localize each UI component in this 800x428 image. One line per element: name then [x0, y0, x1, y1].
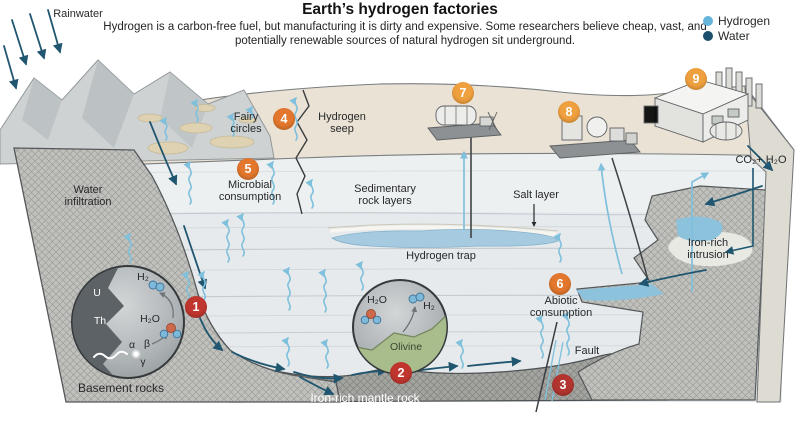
label-h2-radiolysis: H₂ — [137, 271, 149, 283]
water-legend-dot — [703, 30, 713, 41]
badge-3-deep-source: 3 — [552, 374, 574, 396]
label-uranium: U — [93, 287, 101, 299]
label-h2o-radiolysis: H₂O — [140, 313, 160, 325]
hydrogen-molecule — [408, 292, 425, 304]
label-rainwater: Rainwater — [53, 8, 103, 20]
label-iron-rich-intrusion: Iron-rich intrusion — [687, 237, 729, 262]
legend-item-hydrogen: Hydrogen — [703, 13, 770, 28]
block-side-face — [744, 86, 795, 403]
legend-label: Hydrogen — [718, 13, 771, 28]
page-subtitle: Hydrogen is a carbon-free fuel, but manu… — [103, 21, 707, 48]
label-gamma: γ — [140, 356, 146, 368]
fault-line — [535, 321, 558, 413]
label-hydrogen-trap: Hydrogen trap — [406, 250, 476, 262]
badge-4-hydrogen-seep: 4 — [273, 108, 295, 130]
drill-rig-icon — [427, 105, 502, 141]
label-water-infiltration: Water infiltration — [64, 184, 112, 209]
label-thorium: Th — [93, 315, 107, 327]
cracks-and-wells — [295, 89, 649, 413]
label-abiotic-consumption: Abiotic consumption — [529, 295, 593, 320]
seep-crack — [295, 89, 310, 215]
hydrogen-pocket — [676, 216, 723, 242]
olivine-zone — [353, 313, 447, 374]
serpentinization-inset — [352, 279, 448, 375]
co2-h2o-arrow — [747, 145, 774, 172]
water-flow-arrows — [3, 9, 774, 395]
label-sedimentary-rock-layers: Sedimentary rock layers — [354, 183, 416, 208]
label-salt-layer: Salt layer — [513, 189, 559, 201]
hydrogen-squiggle-arrows — [123, 97, 570, 369]
label-h2o-serpentinization: H₂O — [367, 294, 387, 306]
hydrogen-trap-shape — [327, 223, 559, 248]
well-8-hydrogen-arrow — [597, 162, 623, 275]
mountains — [0, 59, 275, 165]
label-h2-serpentinization: H₂ — [423, 300, 435, 312]
label-olivine: Olivine — [389, 341, 423, 353]
water-molecule — [159, 323, 182, 339]
processing-plant-icon — [549, 115, 641, 159]
badge-2-serpentinization: 2 — [390, 362, 412, 384]
badge-5-microbial-consumption: 5 — [237, 158, 259, 180]
label-basement-rocks: Basement rocks — [78, 381, 165, 395]
well-8 — [611, 157, 649, 281]
label-alpha: α — [128, 339, 136, 351]
hydrogen-molecule — [148, 280, 165, 292]
badge-9-stimulation-plant: 9 — [685, 68, 707, 90]
pipes — [460, 150, 754, 292]
factory-icon — [643, 67, 763, 143]
label-hydrogen-seep: Hydrogen seep — [318, 111, 366, 136]
badge-6-abiotic-consumption: 6 — [549, 273, 571, 295]
badge-8-processing-plant: 8 — [558, 101, 580, 123]
hydrogen-lens — [576, 284, 664, 301]
radiation-particle — [133, 351, 139, 357]
label-fairy-circles: Fairy circles — [230, 111, 262, 136]
hydrogen-legend-dot — [703, 15, 713, 26]
legend-label: Water — [718, 28, 750, 43]
label-microbial-consumption: Microbial consumption — [218, 179, 282, 204]
radiation-wave — [93, 350, 128, 360]
plant-hydrogen-intake — [691, 172, 710, 292]
label-beta: β — [143, 338, 151, 350]
legend-item-water: Water — [703, 28, 770, 43]
iron-rich-region — [576, 185, 767, 401]
badge-1-radiolysis: 1 — [185, 296, 207, 318]
label-iron-rich-mantle-rock: Iron-rich mantle rock — [310, 391, 420, 405]
legend: Hydrogen Water — [703, 13, 770, 43]
fairy-circle-patches — [137, 104, 258, 155]
page-title: Earth’s hydrogen factories — [302, 1, 498, 18]
badge-7-drill-rig: 7 — [452, 82, 474, 104]
label-co2-h2o: CO₂+ H₂O — [735, 154, 787, 166]
rain-arrows — [3, 9, 63, 90]
label-fault: Fault — [574, 345, 600, 357]
co2-injection-pipe — [724, 168, 754, 255]
water-molecule — [360, 309, 382, 325]
